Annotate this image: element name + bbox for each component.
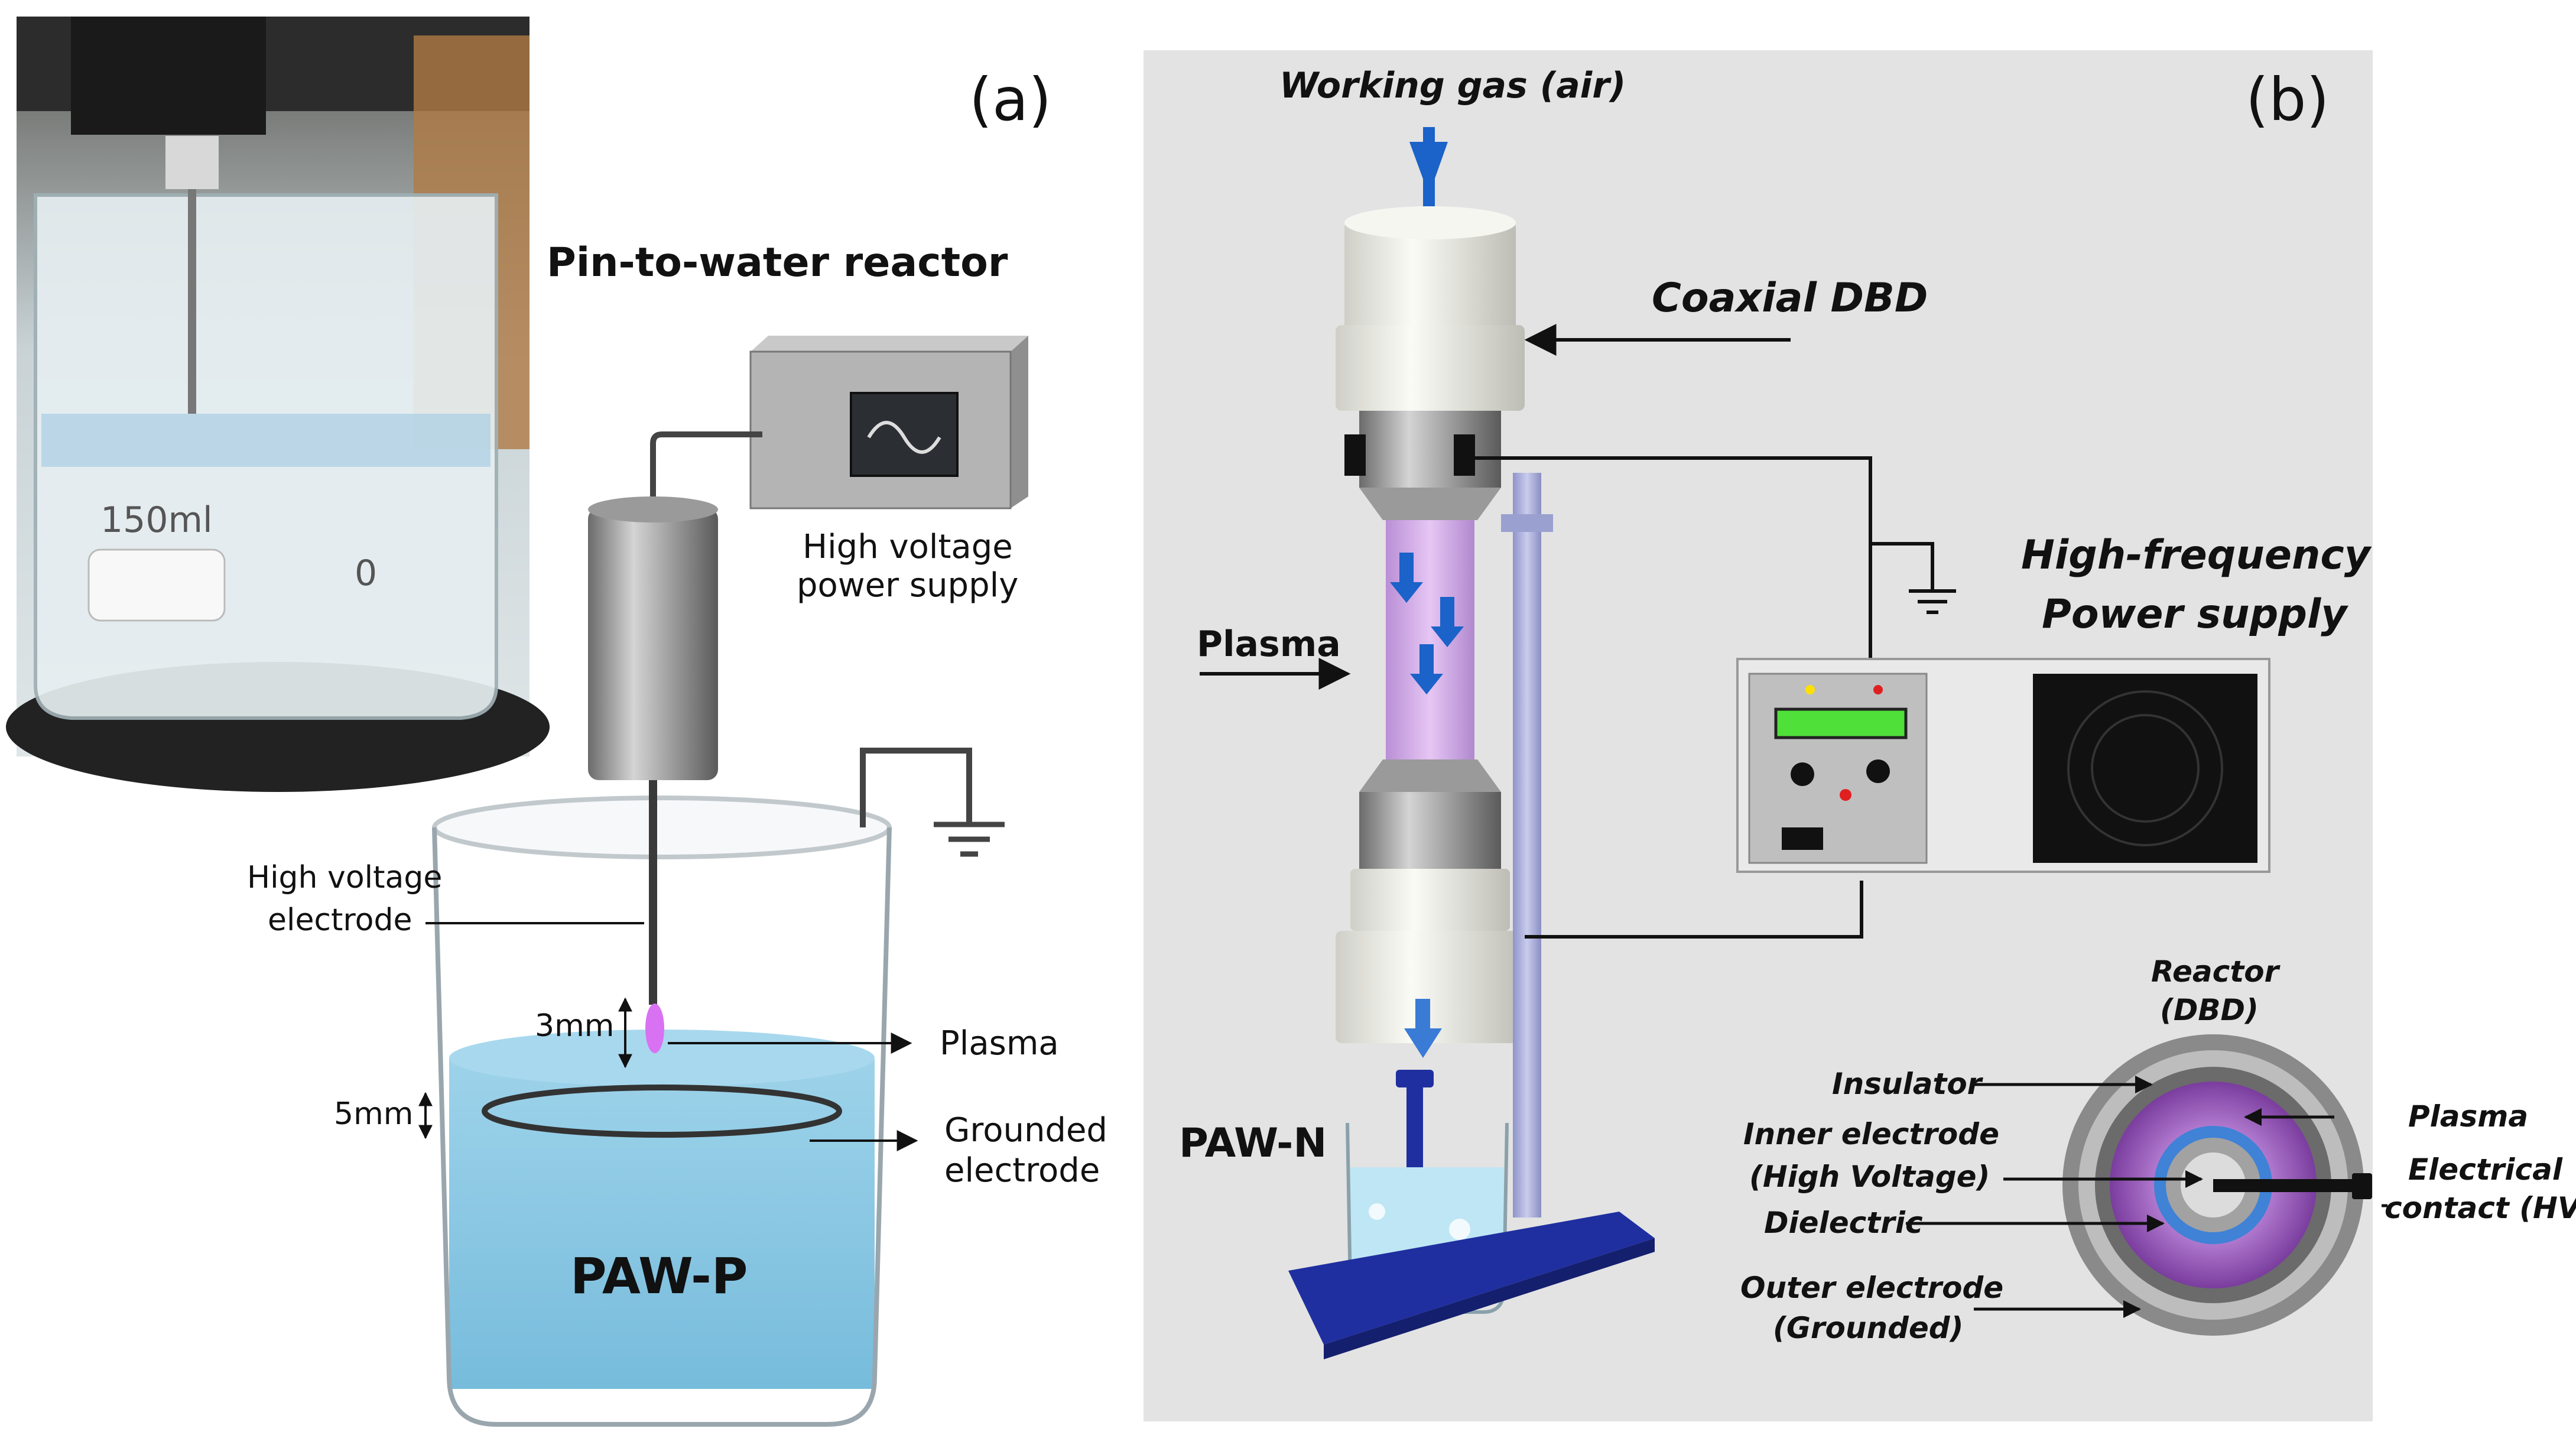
inner-electrode-label-2: (High Voltage) [1749,1160,1990,1194]
grounded-label-2: electrode [944,1151,1100,1190]
hv-electrode-label-2: electrode [268,902,412,938]
plasma-label-b: Plasma [1197,624,1341,665]
reactor-cross-section [2062,1034,2372,1336]
contact-label-2: contact (HV) [2385,1191,2576,1225]
outer-electrode-label-2: (Grounded) [1773,1311,1964,1345]
plasma-tube [1386,520,1474,759]
hv-electrode-label-1: High voltage [247,860,443,895]
ground-symbol-a [934,822,1005,857]
grounded-label-1: Grounded [944,1111,1107,1150]
stand-base [1288,1212,1655,1345]
photo-beaker-mark: 150ml [100,499,213,541]
fan-grille-icon [2033,674,2257,863]
plasma-discharge [645,1004,664,1053]
ground-symbol-b [1909,589,1956,614]
outer-electrode-label-1: Outer electrode [1740,1271,2004,1305]
hv-power-supply [749,336,1028,509]
gas-inlet-arrow-icon [1409,142,1448,195]
knob-right-icon [1866,759,1890,783]
insulator-label: Insulator [1832,1067,1982,1101]
grounded-ring [482,1085,842,1138]
photo-inset: 150ml 0 [6,17,550,792]
plasma-label-a: Plasma [940,1024,1059,1063]
coaxial-dbd-label: Coaxial DBD [1652,275,1928,322]
plasma-cross-label: Plasma [2408,1099,2529,1134]
working-gas-label: Working gas (air) [1279,65,1626,106]
contact-label-1: Electrical [2408,1152,2563,1187]
reactor-label-1: Reactor [2151,954,2279,989]
flow-arrow-icons [1390,553,1464,694]
paw-p-label: PAW-P [570,1247,748,1305]
hf-supply-label-1: High-frequency [2021,532,2371,579]
panel-a-title: Pin-to-water reactor [547,239,1008,286]
switch-icon [1782,827,1823,850]
hv-supply-label-1: High voltage [803,528,1013,566]
lcd-display [1774,707,1908,739]
sine-wave-icon [867,421,941,454]
panel-b-letter: (b) [2246,65,2330,134]
hv-supply-label-2: power supply [797,566,1019,605]
beaker-a [432,796,892,1427]
knob-left-icon [1791,762,1814,786]
panel-a-letter: (a) [969,65,1052,134]
hf-supply-label-2: Power supply [2042,591,2347,638]
gap-3mm-label: 3mm [535,1008,615,1044]
hv-electrode-holder [588,496,718,780]
gap-5mm-label: 5mm [334,1096,414,1132]
stand-rod [1513,473,1541,1218]
reactor-label-2: (DBD) [2160,993,2259,1027]
dielectric-label: Dielectric [1764,1206,1923,1240]
hf-power-supply [1736,658,2270,873]
paw-n-label: PAW-N [1179,1120,1327,1167]
photo-zero-mark: 0 [355,553,377,594]
outlet-arrow-icon [1404,999,1442,1058]
inner-electrode-label-1: Inner electrode [1743,1117,1999,1151]
